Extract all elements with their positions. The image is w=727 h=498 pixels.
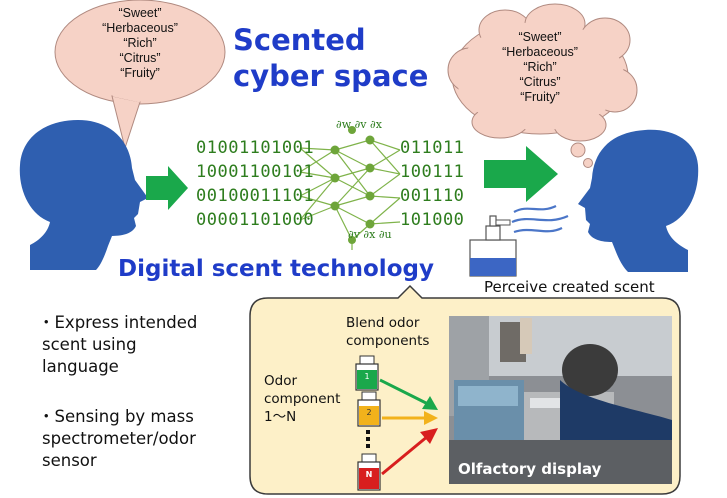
binary-row: 101000	[400, 210, 465, 230]
left-bubble-line: “Sweet”	[118, 6, 162, 20]
bullet-line: Sensing by mass	[54, 407, 194, 426]
right-thought-bubble-shape	[447, 3, 638, 168]
left-bubble-line: “Citrus”	[119, 51, 161, 65]
nn-label: ∂x	[370, 118, 382, 131]
binary-row: 00001101000	[196, 210, 315, 230]
nn-label: ∂x	[363, 228, 376, 241]
left-green-arrow	[146, 166, 188, 210]
binary-row: 011011	[400, 138, 465, 158]
photo-caption: Olfactory display	[458, 460, 602, 478]
bottle-label: 2	[366, 408, 372, 417]
bullet-line: scent using	[42, 335, 137, 354]
bullet-line: Express intended	[54, 313, 198, 332]
bullet-2: ・Sensing by mass spectrometer/odor senso…	[38, 406, 196, 472]
page-title: Scented cyber space	[233, 22, 428, 94]
bullet-marker: ・	[38, 407, 55, 426]
nn-label: ∂w	[336, 118, 352, 131]
odor-bottle-1	[355, 355, 379, 391]
odor-line: 1～N	[264, 409, 297, 425]
bullet-line: sensor	[42, 451, 97, 470]
neural-network-nodes	[330, 126, 375, 244]
nn-label: ∂u	[378, 228, 392, 241]
left-bubble-line: “Rich”	[123, 36, 157, 50]
bottle-label: N	[365, 470, 373, 479]
neural-network	[299, 139, 401, 250]
scent-atomizer	[469, 215, 517, 277]
odor-bottle-n	[357, 453, 381, 491]
right-bubble-line: “Rich”	[523, 60, 557, 74]
yellow-blend-arrow	[382, 411, 438, 425]
left-bubble-text: “Sweet” “Herbaceous” “Rich” “Citrus” “Fr…	[80, 6, 200, 81]
bottle-dotted-connector	[366, 430, 370, 448]
odor-component-label: Odor component 1～N	[264, 372, 340, 426]
right-green-arrow	[484, 146, 558, 202]
bottle-label: 1	[364, 372, 370, 381]
odor-line: component	[264, 391, 341, 407]
odor-line: Odor	[264, 373, 298, 389]
binary-row: 001110	[400, 186, 465, 206]
left-speech-bubble-shape	[54, 0, 226, 150]
bullet-line: spectrometer/odor	[42, 429, 196, 448]
blend-label: Blend odor components	[346, 314, 429, 350]
right-bubble-line: “Sweet”	[518, 30, 562, 44]
nn-label-top: ∂w ∂v ∂x	[336, 118, 382, 131]
scent-mist-waves	[511, 204, 569, 234]
left-bubble-line: “Herbaceous”	[102, 21, 178, 35]
right-bubble-line: “Fruity”	[520, 90, 560, 104]
title-line-1: Scented	[233, 23, 366, 57]
right-bubble-line: “Herbaceous”	[502, 45, 578, 59]
bullet-marker: ・	[38, 313, 55, 332]
binary-right-block: 011011 100111 001110 101000	[400, 136, 464, 232]
title-line-2: cyber space	[233, 59, 429, 93]
digital-scent-title: Digital scent technology	[118, 256, 434, 282]
blend-line: Blend odor	[346, 315, 420, 331]
nn-label: ∂v	[348, 228, 360, 241]
nn-label-bottom: ∂v ∂x ∂u	[348, 228, 392, 241]
right-head-silhouette	[578, 129, 699, 272]
right-bubble-line: “Citrus”	[519, 75, 561, 89]
olfactory-display-photo	[449, 316, 672, 484]
bullet-1: ・Express intended scent using language	[38, 312, 197, 378]
left-head-silhouette	[19, 120, 148, 270]
bullet-line: language	[42, 357, 119, 376]
binary-left-block: 01001101001 10001100101 00100011101 0000…	[196, 136, 314, 232]
left-bubble-line: “Fruity”	[120, 66, 160, 80]
right-bubble-text: “Sweet” “Herbaceous” “Rich” “Citrus” “Fr…	[480, 30, 600, 105]
nn-label: ∂v	[354, 118, 367, 131]
binary-row: 100111	[400, 162, 465, 182]
binary-row: 10001100101	[196, 162, 315, 182]
red-blend-arrow	[381, 428, 438, 476]
blend-line: components	[346, 333, 430, 349]
odor-bottle-2	[357, 391, 381, 427]
binary-row: 00100011101	[196, 186, 315, 206]
binary-row: 01001101001	[196, 138, 315, 158]
green-blend-arrow	[379, 378, 438, 410]
perceive-label: Perceive created scent	[484, 278, 655, 296]
